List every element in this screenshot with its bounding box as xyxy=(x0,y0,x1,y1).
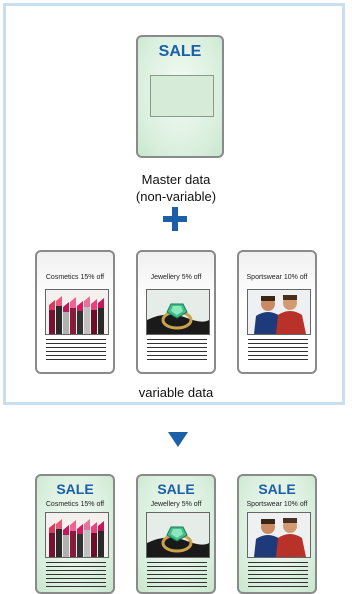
ring-image xyxy=(146,512,210,558)
variable-card-label: Jewellery 5% off xyxy=(150,274,202,281)
result-sale-heading: SALE xyxy=(56,481,94,497)
text-lines xyxy=(248,339,308,363)
two-men-image xyxy=(247,512,311,558)
text-lines xyxy=(147,339,207,363)
master-image-placeholder xyxy=(150,75,214,117)
result-sale-heading: SALE xyxy=(258,481,296,497)
result-card-sportswear: SALE Sportswear 10% off xyxy=(237,474,317,594)
result-card-label: Cosmetics 15% off xyxy=(45,501,105,508)
result-card-jewellery: SALE Jewellery 5% off xyxy=(136,474,216,594)
result-card-label: Sportswear 10% off xyxy=(246,501,308,508)
result-sale-heading: SALE xyxy=(157,481,195,497)
down-arrow-icon xyxy=(168,432,188,447)
variable-card-label: Sportswear 10% off xyxy=(246,274,308,281)
variable-card-jewellery: Jewellery 5% off xyxy=(136,250,216,374)
variable-card-cosmetics: Cosmetics 15% off xyxy=(35,250,115,374)
master-caption-line2: (non-variable) xyxy=(135,189,217,204)
text-lines xyxy=(46,562,106,590)
lipsticks-image xyxy=(45,512,109,558)
lipsticks-image xyxy=(45,289,109,335)
text-lines xyxy=(248,562,308,590)
text-lines xyxy=(46,339,106,363)
result-card-label: Jewellery 5% off xyxy=(150,501,202,508)
plus-icon xyxy=(163,207,187,231)
ring-image xyxy=(146,289,210,335)
text-lines xyxy=(147,562,207,590)
variable-card-label: Cosmetics 15% off xyxy=(45,274,105,281)
master-card: SALE xyxy=(136,35,224,158)
two-men-image xyxy=(247,289,311,335)
result-card-cosmetics: SALE Cosmetics 15% off xyxy=(35,474,115,594)
variable-data-caption: variable data xyxy=(138,385,214,400)
variable-card-sportswear: Sportswear 10% off xyxy=(237,250,317,374)
master-caption-line1: Master data xyxy=(141,172,211,187)
master-sale-heading: SALE xyxy=(158,43,202,60)
